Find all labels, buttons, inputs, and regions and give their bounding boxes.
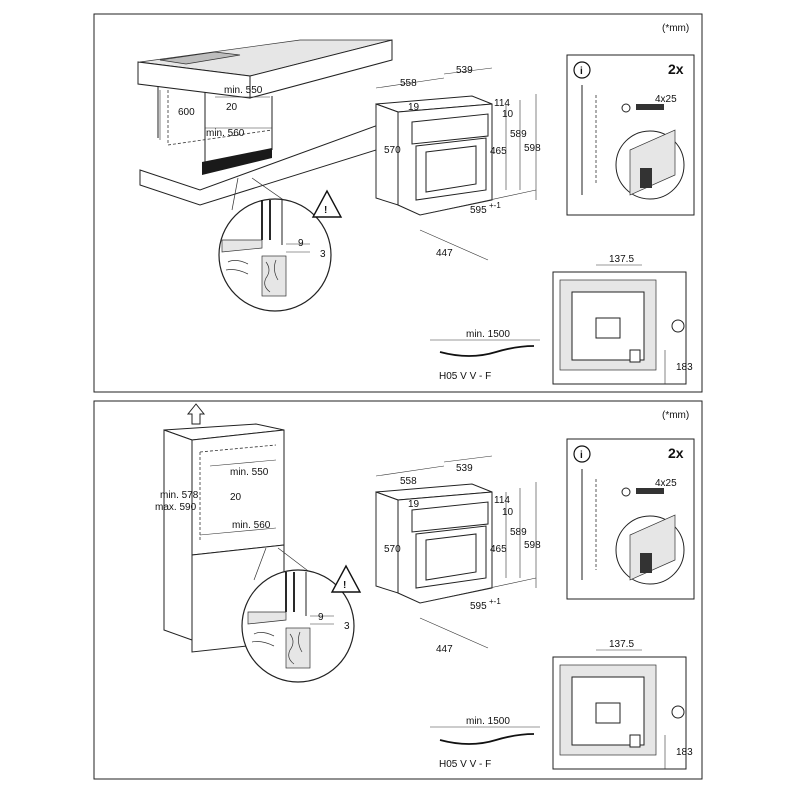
control-panel — [411, 501, 489, 533]
panel-bottom: (*mm) min. 578 max. 590 min. 550 20 min.… — [93, 400, 703, 780]
hob-cutout — [159, 51, 241, 65]
dim-10: 10 — [502, 507, 514, 518]
svg-text:!: ! — [343, 580, 346, 591]
dim-539: 539 — [456, 65, 473, 76]
dim-558: 558 — [400, 78, 417, 89]
oven-dimensions: 558 539 19 570 114 10 589 598 465 595 +-… — [375, 455, 541, 655]
dim-min-560: min. 560 — [206, 128, 245, 139]
dim-9: 9 — [298, 238, 304, 249]
under-counter-cabinet: 600 min. 550 20 min. 560 — [137, 39, 393, 206]
cable-type: H05 V V - F — [439, 759, 491, 770]
dim-20: 20 — [226, 102, 238, 113]
oven-side — [375, 491, 399, 594]
back-view: 137.5 183 — [552, 254, 693, 385]
dim-min-578: min. 578 — [160, 490, 199, 501]
cable: min. 1500 H05 V V - F — [430, 329, 540, 382]
warning-icon — [311, 189, 343, 218]
dim-114: 114 — [494, 98, 510, 109]
dim-114: 114 — [494, 495, 510, 506]
unit-note: (*mm) — [662, 23, 689, 34]
dim-465: 465 — [490, 544, 507, 555]
cabinet-side — [163, 429, 193, 641]
svg-text:i: i — [580, 66, 583, 77]
detail-magnifier: 9 3 ! — [218, 177, 343, 312]
dim-max-590: max. 590 — [155, 502, 197, 513]
dim-3: 3 — [320, 249, 326, 260]
countertop-side — [249, 39, 393, 99]
dim-137-5: 137.5 — [609, 639, 634, 650]
dim-595: 595 — [470, 601, 487, 612]
screw-count: 2x — [668, 445, 684, 461]
dim-595-tolerance: +-1 — [489, 597, 501, 606]
up-arrow-icon — [186, 403, 206, 425]
dim-447: 447 — [436, 248, 453, 259]
wood-panel — [261, 255, 287, 297]
svg-text:!: ! — [324, 205, 327, 216]
dim-589: 589 — [510, 129, 527, 140]
oven-dimensions: 558 539 19 570 114 10 589 598 465 595 +-… — [375, 65, 541, 261]
dim-19: 19 — [408, 499, 420, 510]
detail-magnifier: 9 3 ! — [241, 547, 362, 683]
dim-183: 183 — [676, 747, 693, 758]
dim-570: 570 — [384, 544, 401, 555]
unit-note: (*mm) — [662, 410, 689, 421]
back-view: 137.5 183 — [552, 639, 693, 770]
dim-595-tolerance: +-1 — [489, 201, 501, 210]
control-panel — [411, 113, 489, 145]
dim-min-1500: min. 1500 — [466, 716, 510, 727]
dim-min-1500: min. 1500 — [466, 329, 510, 340]
dim-20: 20 — [230, 492, 242, 503]
dim-558: 558 — [400, 476, 417, 487]
cable: min. 1500 H05 V V - F — [430, 716, 540, 770]
svg-text:i: i — [580, 450, 583, 461]
info-icon — [573, 445, 591, 463]
dim-598: 598 — [524, 540, 541, 551]
dim-min-560: min. 560 — [232, 520, 271, 531]
vent-slot — [202, 148, 272, 175]
power-connector — [629, 734, 641, 748]
tall-cabinet: min. 578 max. 590 min. 550 20 min. 560 — [155, 403, 285, 653]
wood-panel — [285, 627, 311, 669]
dim-447: 447 — [436, 644, 453, 655]
dim-min-550: min. 550 — [230, 467, 269, 478]
screw-icon — [636, 488, 664, 494]
earth-icon — [671, 319, 685, 333]
power-cable — [439, 733, 535, 745]
detail-circle — [218, 198, 332, 312]
screw-count: 2x — [668, 61, 684, 77]
screw-icon — [636, 104, 664, 110]
dim-183: 183 — [676, 362, 693, 373]
screw-spec: 4x25 — [655, 94, 677, 105]
dim-598: 598 — [524, 143, 541, 154]
dim-589: 589 — [510, 527, 527, 538]
cable-type: H05 V V - F — [439, 371, 491, 382]
dim-600: 600 — [178, 107, 195, 118]
dim-10: 10 — [502, 109, 514, 120]
screw-spec: 4x25 — [655, 478, 677, 489]
dim-137-5: 137.5 — [609, 254, 634, 265]
warning-icon — [330, 564, 362, 593]
power-cable — [439, 345, 535, 357]
dim-570: 570 — [384, 145, 401, 156]
detail-circle — [241, 569, 355, 683]
oven-window — [425, 145, 477, 193]
dim-465: 465 — [490, 146, 507, 157]
info-icon — [573, 61, 591, 79]
dim-min-550: min. 550 — [224, 85, 263, 96]
panel-top: (*mm) 600 min. 550 20 min. 560 — [93, 13, 703, 393]
dim-595: 595 — [470, 205, 487, 216]
screw-inset: i 2x 4x25 — [566, 54, 695, 216]
earth-icon — [671, 705, 685, 719]
oven-window — [425, 533, 477, 581]
power-connector — [629, 349, 641, 363]
dim-539: 539 — [456, 463, 473, 474]
dim-3: 3 — [344, 621, 350, 632]
dim-19: 19 — [408, 102, 420, 113]
dim-9: 9 — [318, 612, 324, 623]
screw-inset: i 2x 4x25 — [566, 438, 695, 600]
